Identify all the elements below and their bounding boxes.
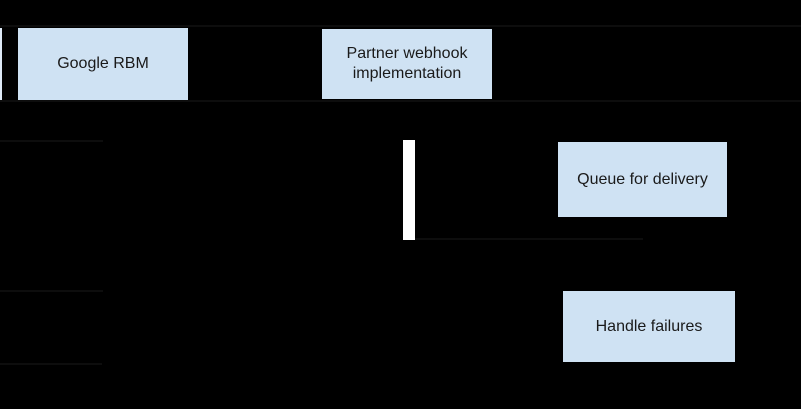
actor-box-partner-webhook: Partner webhook implementation xyxy=(322,29,492,99)
partner-webhook-activation-bar xyxy=(403,140,415,240)
actor-label-google-rbm: Google RBM xyxy=(57,55,149,72)
step-label-queue-for-delivery: Queue for delivery xyxy=(577,170,708,188)
failure-arrow-line xyxy=(0,363,102,365)
response-arrow-line xyxy=(0,290,103,292)
diagram-top-rule-line xyxy=(0,25,801,27)
diagram-header-rule-line xyxy=(0,100,801,102)
step-box-queue-for-delivery: Queue for delivery xyxy=(558,142,727,217)
cropped-left-actor-edge xyxy=(0,28,2,100)
step-box-handle-failures: Handle failures xyxy=(563,291,735,362)
step-label-handle-failures: Handle failures xyxy=(595,317,703,335)
incoming-message-arrow-line xyxy=(0,140,103,142)
actor-label-partner-webhook: Partner webhook implementation xyxy=(346,45,468,82)
queue-for-delivery-arrow-line xyxy=(415,238,643,240)
actor-box-google-rbm: Google RBM xyxy=(18,28,188,100)
